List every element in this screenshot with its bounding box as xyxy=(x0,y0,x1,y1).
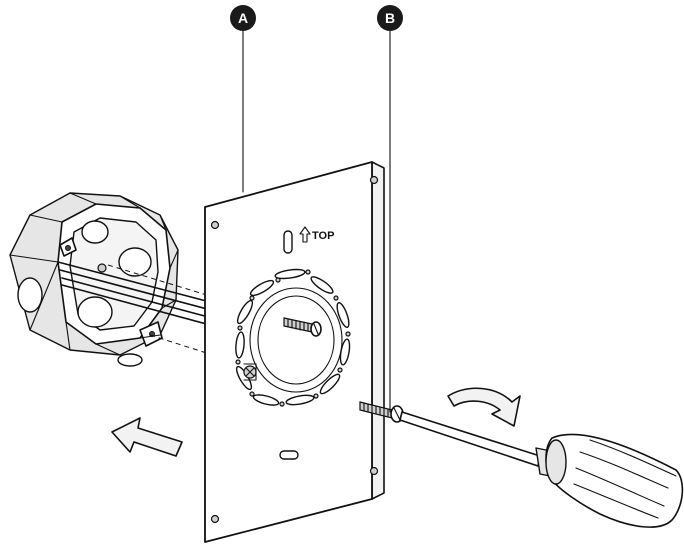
top-label: TOP xyxy=(312,230,334,242)
callout-b: B xyxy=(377,5,403,31)
callout-a: A xyxy=(230,5,256,31)
up-arrow-outline-icon xyxy=(299,226,311,243)
center-opening xyxy=(249,287,343,393)
screw-a xyxy=(283,317,322,337)
arrow-left-icon xyxy=(111,417,183,457)
top-orientation-marker: TOP xyxy=(283,226,334,254)
wall-plate: TOP xyxy=(204,161,385,543)
bottom-slot xyxy=(279,450,299,460)
screw-b xyxy=(359,401,404,423)
curved-arrow-clockwise-icon xyxy=(447,387,521,427)
ground-screw xyxy=(243,363,257,381)
octagonal-junction-box xyxy=(9,192,179,367)
svg-text:A: A xyxy=(238,10,248,26)
slot-ring xyxy=(235,268,351,407)
screwdriver-icon xyxy=(399,411,684,528)
svg-text:B: B xyxy=(385,10,395,26)
